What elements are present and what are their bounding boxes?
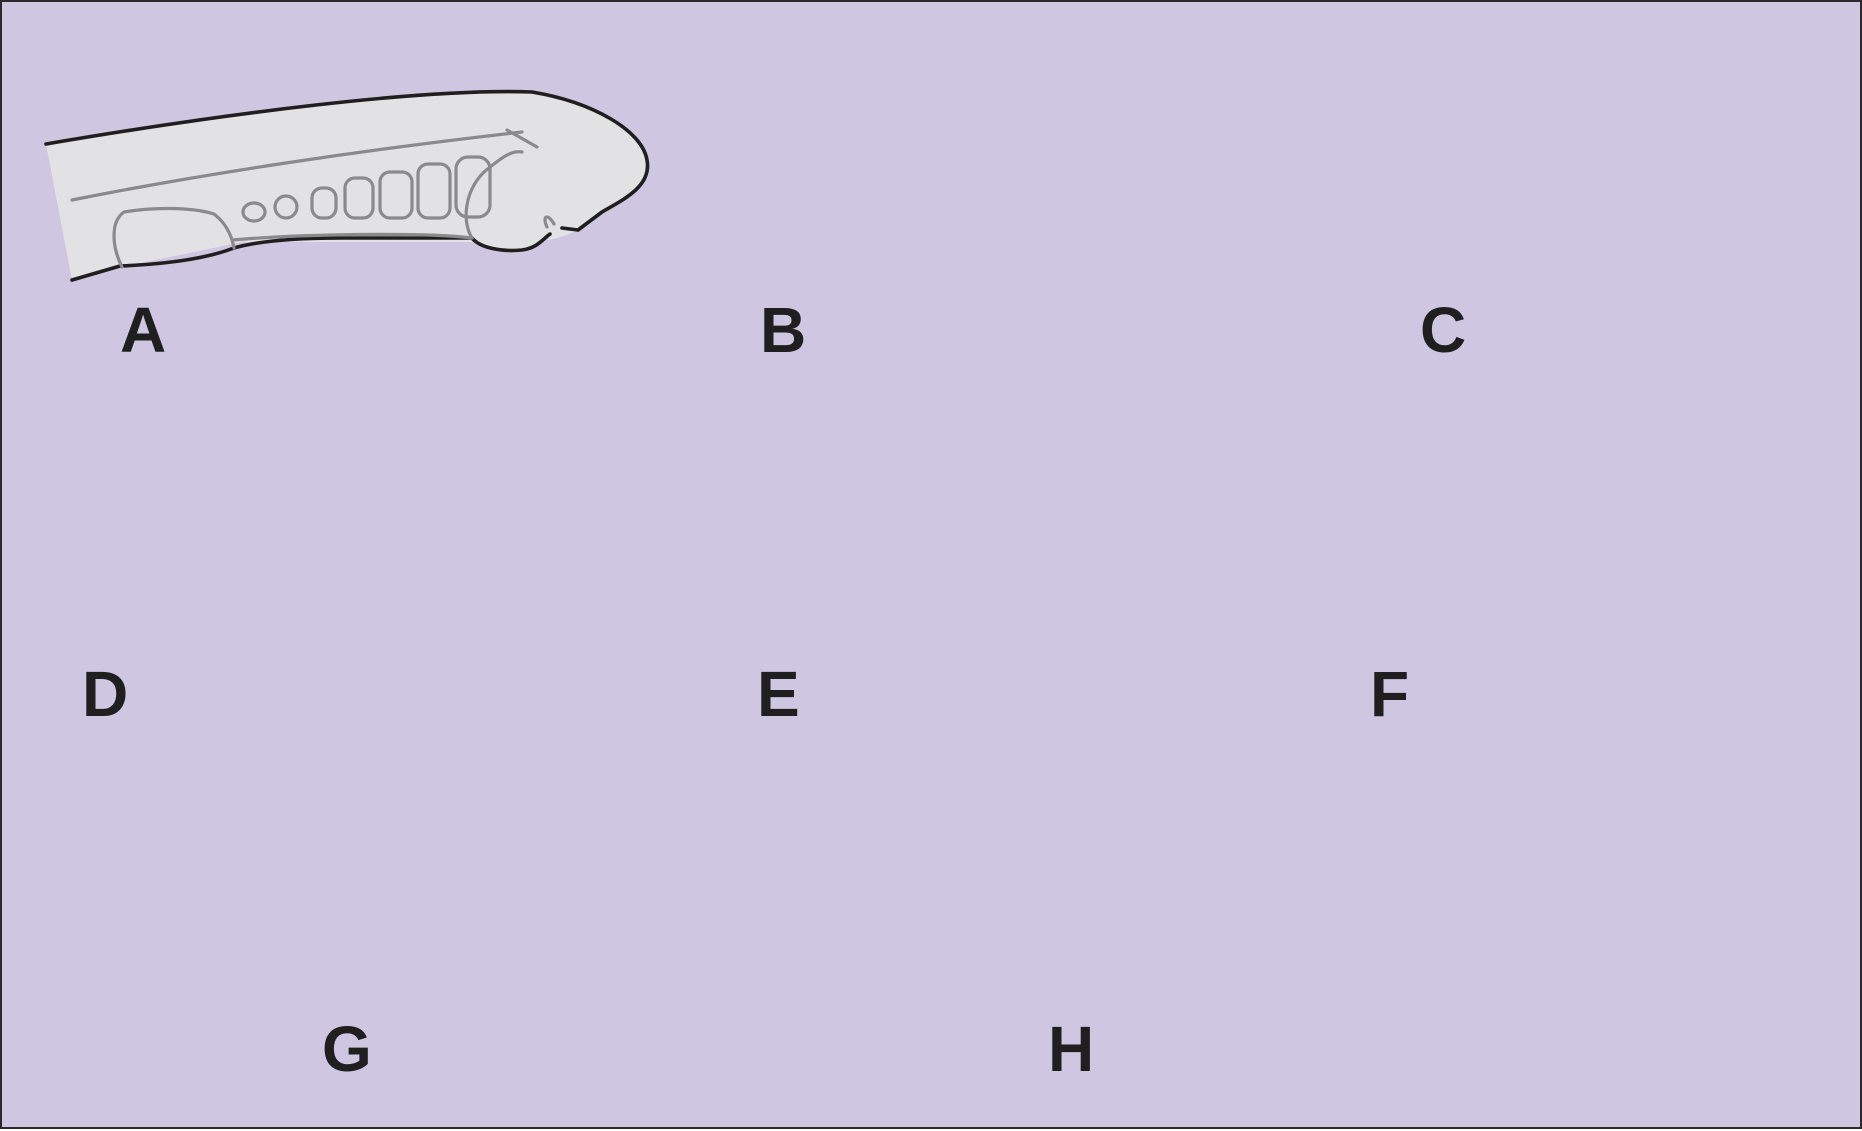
panel-label-d: D [82, 658, 129, 730]
panel-label-g: G [322, 1013, 372, 1085]
panel-label-b: B [760, 294, 807, 366]
embryo-drawing-a [44, 89, 650, 282]
panel-label-c: C [1420, 294, 1467, 366]
panel-label-h: H [1048, 1013, 1095, 1085]
panel-label-f: F [1370, 658, 1410, 730]
panel-label-a: A [120, 294, 167, 366]
panel-label-e: E [757, 658, 800, 730]
